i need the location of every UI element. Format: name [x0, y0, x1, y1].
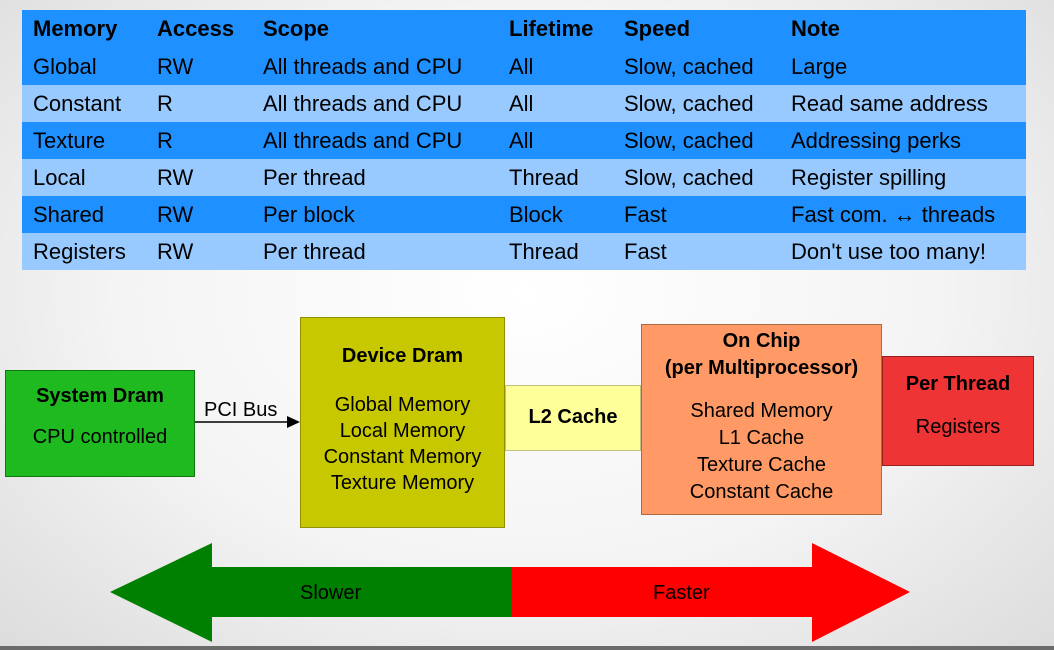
- cell-speed: Fast: [624, 201, 667, 227]
- cell-access: R: [157, 127, 173, 153]
- cell-speed: Slow, cached: [624, 127, 754, 153]
- table-row-texture: Texture R All threads and CPU All Slow, …: [22, 122, 1026, 159]
- header-speed: Speed: [624, 16, 691, 41]
- table-header: Memory Access Scope Lifetime Speed Note: [22, 10, 1026, 48]
- cell-lifetime: All: [509, 90, 534, 116]
- on-chip-title-line: On Chip: [722, 330, 801, 352]
- cell-access: RW: [157, 201, 194, 227]
- cell-note: Read same address: [791, 90, 988, 116]
- header-access: Access: [157, 16, 235, 41]
- table-row-registers: Registers RW Per thread Thread Fast Don'…: [22, 233, 1026, 270]
- cell-note: Addressing perks: [791, 127, 961, 153]
- per-thread-title: Per Thread: [905, 373, 1011, 395]
- cell-access: RW: [157, 164, 194, 190]
- table-header-row: Memory Access Scope Lifetime Speed Note: [22, 10, 1026, 48]
- on-chip-title-line: (per Multiprocessor): [664, 357, 859, 379]
- on-chip-title: On Chip (per Multiprocessor): [642, 328, 881, 382]
- device-dram-item: Global Memory: [334, 394, 471, 416]
- cell-lifetime: Thread: [509, 238, 579, 264]
- table-row-global: Global RW All threads and CPU All Slow, …: [22, 48, 1026, 85]
- faster-label: Faster: [653, 582, 710, 604]
- cell-note: Register spilling: [791, 164, 947, 190]
- cell-access: RW: [157, 238, 194, 264]
- on-chip-box: On Chip (per Multiprocessor) Shared Memo…: [641, 324, 882, 515]
- device-dram-item: Local Memory: [339, 420, 466, 442]
- device-dram-list: Global Memory Local Memory Constant Memo…: [301, 392, 504, 496]
- cell-lifetime: Thread: [509, 164, 579, 190]
- cell-speed: Slow, cached: [624, 164, 754, 190]
- pci-bus-arrowhead: [287, 416, 300, 428]
- cell-scope: All threads and CPU: [263, 127, 463, 153]
- device-dram-box: Device Dram Global Memory Local Memory C…: [300, 317, 505, 528]
- on-chip-item: Constant Cache: [689, 481, 834, 503]
- cell-speed: Fast: [624, 238, 667, 264]
- cell-memory: Local: [33, 164, 86, 190]
- slower-arrow: [110, 543, 511, 642]
- cell-access: R: [157, 90, 173, 116]
- on-chip-item: Shared Memory: [690, 400, 833, 422]
- on-chip-item: Texture Cache: [697, 454, 826, 476]
- cell-speed: Slow, cached: [624, 53, 754, 79]
- cell-scope: Per thread: [263, 238, 366, 264]
- pci-bus-label: PCI Bus: [204, 399, 278, 421]
- l2-cache-box: L2 Cache: [505, 385, 641, 451]
- cell-lifetime: Block: [509, 201, 563, 227]
- cell-memory: Shared: [33, 201, 104, 227]
- cell-note: Don't use too many!: [791, 238, 986, 264]
- slower-label: Slower: [300, 582, 362, 604]
- header-memory: Memory: [33, 16, 118, 41]
- per-thread-sub: Registers: [915, 416, 1001, 438]
- system-dram-box: System Dram CPU controlled: [5, 370, 195, 477]
- table-body: Global RW All threads and CPU All Slow, …: [22, 48, 1026, 270]
- faster-arrow: [511, 543, 910, 642]
- cell-lifetime: All: [509, 127, 534, 153]
- cell-note: Large: [791, 53, 848, 79]
- cell-scope: Per block: [263, 201, 355, 227]
- on-chip-item: L1 Cache: [718, 427, 805, 449]
- cell-memory: Texture: [33, 127, 106, 153]
- l2-cache-title: L2 Cache: [528, 406, 618, 428]
- header-lifetime: Lifetime: [509, 16, 594, 41]
- cell-access: RW: [157, 53, 194, 79]
- table-row-local: Local RW Per thread Thread Slow, cached …: [22, 159, 1026, 196]
- table-row-shared: Shared RW Per block Block Fast Fast com.…: [22, 196, 1026, 233]
- cell-scope: Per thread: [263, 164, 366, 190]
- header-scope: Scope: [263, 16, 330, 41]
- cell-memory: Global: [33, 53, 97, 79]
- device-dram-item: Texture Memory: [330, 472, 475, 494]
- cell-scope: All threads and CPU: [263, 90, 463, 116]
- device-dram-title: Device Dram: [341, 345, 464, 367]
- per-thread-box: Per Thread Registers: [882, 356, 1034, 466]
- cell-memory: Registers: [33, 238, 126, 264]
- table-row-constant: Constant R All threads and CPU All Slow,…: [22, 85, 1026, 122]
- cell-lifetime: All: [509, 53, 534, 79]
- memory-types-table: Memory Access Scope Lifetime Speed Note …: [22, 10, 1026, 270]
- system-dram-title: System Dram: [36, 385, 164, 407]
- device-dram-item: Constant Memory: [323, 446, 482, 468]
- system-dram-sub: CPU controlled: [32, 426, 168, 448]
- bottom-divider: [0, 646, 1054, 650]
- on-chip-list: Shared Memory L1 Cache Texture Cache Con…: [642, 398, 881, 506]
- header-note: Note: [791, 16, 840, 41]
- cell-note: Fast com. ↔ threads: [791, 201, 996, 227]
- cell-speed: Slow, cached: [624, 90, 754, 116]
- cell-scope: All threads and CPU: [263, 53, 463, 79]
- cell-memory: Constant: [33, 90, 122, 116]
